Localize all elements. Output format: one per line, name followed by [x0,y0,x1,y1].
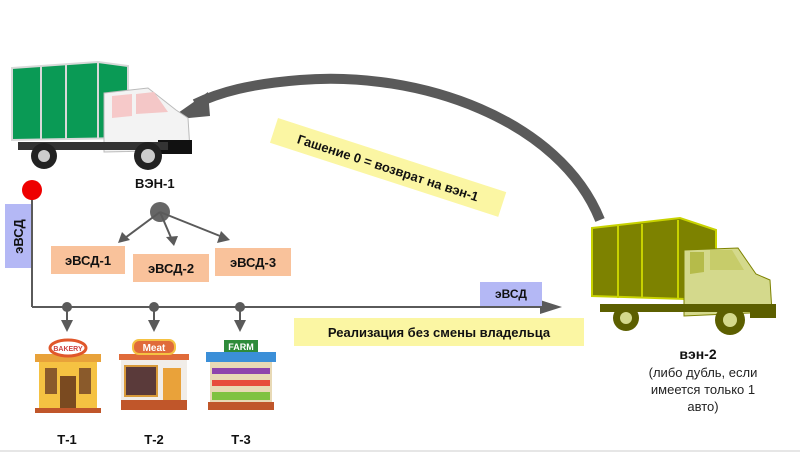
store-label-t1: Т-1 [57,432,77,447]
return-arrow [168,73,605,222]
farm-store-icon: FARM [206,340,276,410]
split-node [118,202,230,246]
bottom-border [0,450,800,452]
van2-note-line: (либо дубль, если [648,365,758,380]
meat-sign: Meat [143,343,166,354]
van1-label: ВЭН-1 [135,176,175,191]
van2-note: (либо дубль, если имеется только 1 авто) [608,364,798,415]
bakery-store-icon: BAKERY [35,338,101,413]
start-dot [22,180,42,200]
store-label-t3: Т-3 [231,432,251,447]
evsd-split-2: эВСД-2 [133,254,209,282]
evsd-vertical-label: эВСД [10,218,26,254]
farm-sign: FARM [228,342,254,352]
store-connectors [61,302,246,332]
bakery-sign: BAKERY [53,346,83,353]
flow-arrowhead [540,300,562,314]
van1-truck-icon [11,60,192,170]
van2-label: вэн-2 [679,346,717,362]
store-label-t2: Т-2 [144,432,164,447]
meat-store-icon: Meat [119,339,189,410]
evsd-vertical-badge: эВСД [5,204,31,268]
flow-evsd-badge: эВСД [480,282,542,306]
evsd-split-1: эВСД-1 [51,246,125,274]
van2-note-line: авто) [687,399,719,414]
van2-truck-icon [591,216,776,335]
van2-note-line: имеется только 1 [650,382,756,397]
evsd-split-3: эВСД-3 [215,248,291,276]
flow-caption: Реализация без смены владельца [294,318,584,346]
